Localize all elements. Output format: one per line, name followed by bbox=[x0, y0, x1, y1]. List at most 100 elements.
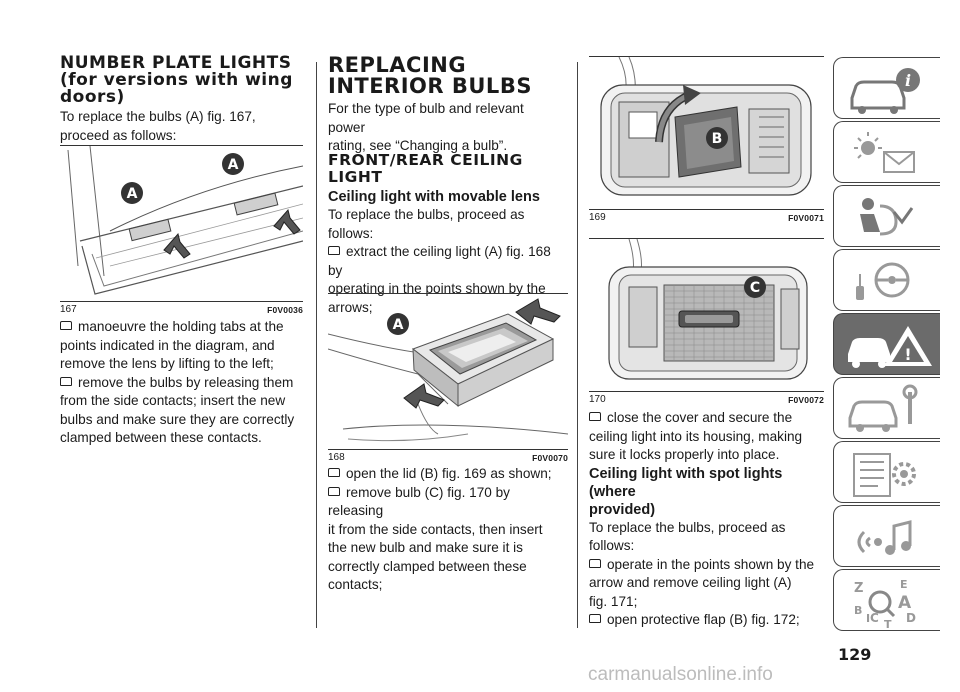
tab-maintenance[interactable] bbox=[833, 377, 940, 439]
text-line: open the lid (B) fig. 169 as shown; bbox=[346, 466, 552, 481]
checkbox-bullet-icon bbox=[60, 376, 72, 386]
tab-airbag-safety[interactable] bbox=[833, 185, 940, 247]
text-line: follows: bbox=[328, 225, 374, 241]
label-c: C bbox=[750, 280, 760, 296]
text-line: the new bulb and make sure it is bbox=[328, 540, 523, 555]
column-divider bbox=[316, 62, 317, 628]
text-line: arrow and remove ceiling light (A) bbox=[589, 575, 792, 590]
car-info-icon: i bbox=[850, 68, 920, 114]
subheading: Ceiling light with spot lights (where bbox=[589, 465, 783, 500]
page-number: 129 bbox=[838, 645, 872, 664]
figure-caption: 169 F0V0071 bbox=[589, 212, 824, 224]
tab-car-info[interactable]: i bbox=[833, 57, 940, 119]
ceiling-light-bulb-illustration: C bbox=[608, 238, 808, 380]
heading-line: NUMBER PLATE LIGHTS bbox=[60, 53, 292, 73]
label-a: A bbox=[393, 317, 404, 333]
column-divider bbox=[577, 62, 578, 628]
index-letter: I bbox=[866, 612, 870, 625]
text-line: fig. 171; bbox=[589, 593, 638, 609]
bullet-item: remove the bulbs by releasing them bbox=[60, 374, 294, 393]
index-letter: C bbox=[870, 611, 879, 625]
tab-index[interactable]: Z E A B C D I T bbox=[833, 569, 940, 631]
index-letter: B bbox=[854, 604, 862, 617]
figure-number: 167 bbox=[60, 304, 77, 315]
checkbox-bullet-icon bbox=[589, 558, 601, 568]
figure-167: A A 167 F0V0036 bbox=[60, 145, 304, 316]
text-line: To replace the bulbs (A) fig. 167, bbox=[60, 109, 256, 124]
heading-line: FRONT/REAR CEILING bbox=[328, 151, 523, 169]
figure-168-image: A bbox=[327, 293, 569, 450]
text-line: manoeuvre the holding tabs at the bbox=[78, 319, 284, 334]
figure-number: 169 bbox=[589, 212, 606, 223]
figure-caption: 167 F0V0036 bbox=[60, 304, 303, 316]
text-line: open protective flap (B) fig. 172; bbox=[607, 612, 800, 627]
bullet-item: remove bulb (C) fig. 170 by releasing bbox=[328, 484, 568, 521]
figure-code: F0V0071 bbox=[788, 213, 824, 223]
label-b: B bbox=[712, 131, 723, 147]
bullet-item: open the lid (B) fig. 169 as shown; bbox=[328, 465, 568, 484]
figure-169-image: B bbox=[589, 56, 824, 210]
subheading: Ceiling light with movable lens bbox=[328, 189, 540, 205]
multimedia-icon bbox=[857, 520, 912, 555]
subheading: provided) bbox=[589, 501, 656, 518]
bullet-item: operate in the points shown by the bbox=[589, 556, 829, 575]
heading-line: INTERIOR BULBS bbox=[328, 74, 532, 98]
checkbox-bullet-icon bbox=[60, 321, 72, 330]
movable-lens-section: Ceiling light with movable lens To repla… bbox=[328, 188, 568, 317]
bullet-item: extract the ceiling light (A) fig. 168 b… bbox=[328, 243, 568, 280]
emergency-icon: ! bbox=[848, 326, 932, 368]
figure-caption: 168 F0V0070 bbox=[328, 452, 568, 464]
text-line: close the cover and secure the bbox=[607, 410, 793, 425]
heading-line: (for versions with wing bbox=[60, 70, 293, 90]
text-line: For the type of bulb and relevant power bbox=[328, 101, 524, 135]
ceiling-light-lid-illustration: B bbox=[600, 56, 812, 196]
index-letter: D bbox=[906, 611, 916, 625]
index-letter: E bbox=[900, 578, 908, 591]
text-line: contacts; bbox=[328, 577, 383, 592]
text-line: proceed as follows: bbox=[60, 127, 177, 143]
index-letter: T bbox=[884, 618, 892, 631]
figure-number: 170 bbox=[589, 394, 606, 405]
text-line: follows: bbox=[589, 538, 635, 553]
tab-warning-lights[interactable] bbox=[833, 121, 940, 183]
figure-168: A 168 F0V0070 bbox=[327, 293, 569, 464]
text-line: remove the bulbs by releasing them bbox=[78, 374, 294, 390]
spot-lights-section: close the cover and secure the ceiling l… bbox=[589, 409, 829, 630]
heading-line: LIGHT bbox=[328, 168, 383, 186]
ceiling-light-heading: FRONT/REAR CEILING LIGHT bbox=[328, 152, 523, 186]
figure-caption: 170 F0V0072 bbox=[589, 394, 824, 406]
checkbox-bullet-icon bbox=[589, 614, 601, 623]
text-line: sure it locks properly into place. bbox=[589, 447, 780, 462]
tab-technical-data[interactable] bbox=[833, 441, 940, 503]
tab-emergency[interactable]: ! bbox=[833, 313, 940, 375]
tab-multimedia[interactable] bbox=[833, 505, 940, 567]
airbag-safety-icon bbox=[860, 198, 914, 236]
technical-data-icon bbox=[853, 453, 916, 497]
text-line: correctly clamped between these bbox=[328, 558, 527, 574]
figure-167-image: A A bbox=[60, 145, 304, 302]
text-line: remove bulb (C) fig. 170 by releasing bbox=[328, 484, 510, 519]
label-a: A bbox=[228, 157, 239, 173]
text-line: it from the side contacts, then insert bbox=[328, 521, 543, 537]
bullet-item: open protective flap (B) fig. 172; bbox=[589, 611, 829, 630]
bullet-item: close the cover and secure the bbox=[589, 409, 829, 428]
chapter-tabs: i ! bbox=[833, 57, 940, 633]
figure-169: B 169 F0V0071 bbox=[589, 56, 824, 224]
text-line: points indicated in the diagram, and bbox=[60, 337, 275, 353]
index-icon: Z E A B C D I T bbox=[854, 578, 916, 631]
figure-code: F0V0036 bbox=[267, 305, 303, 315]
text-line: To replace the bulbs, proceed as bbox=[589, 519, 786, 535]
warning-lights-icon bbox=[854, 132, 915, 173]
interior-bulbs-heading: REPLACING INTERIOR BULBS bbox=[328, 55, 532, 97]
checkbox-bullet-icon bbox=[589, 412, 601, 421]
svg-text:!: ! bbox=[904, 345, 911, 364]
bullet-list: open the lid (B) fig. 169 as shown; remo… bbox=[328, 465, 568, 595]
tab-steering-key[interactable] bbox=[833, 249, 940, 311]
checkbox-bullet-icon bbox=[328, 486, 340, 496]
text-line: arrows; bbox=[328, 299, 373, 315]
text-line: To replace the bulbs, proceed as bbox=[328, 207, 525, 222]
figure-code: F0V0072 bbox=[788, 395, 824, 405]
index-letter: Z bbox=[854, 581, 863, 596]
steering-key-icon bbox=[856, 262, 910, 300]
bullet-list: manoeuvre the holding tabs at the points… bbox=[60, 318, 294, 448]
